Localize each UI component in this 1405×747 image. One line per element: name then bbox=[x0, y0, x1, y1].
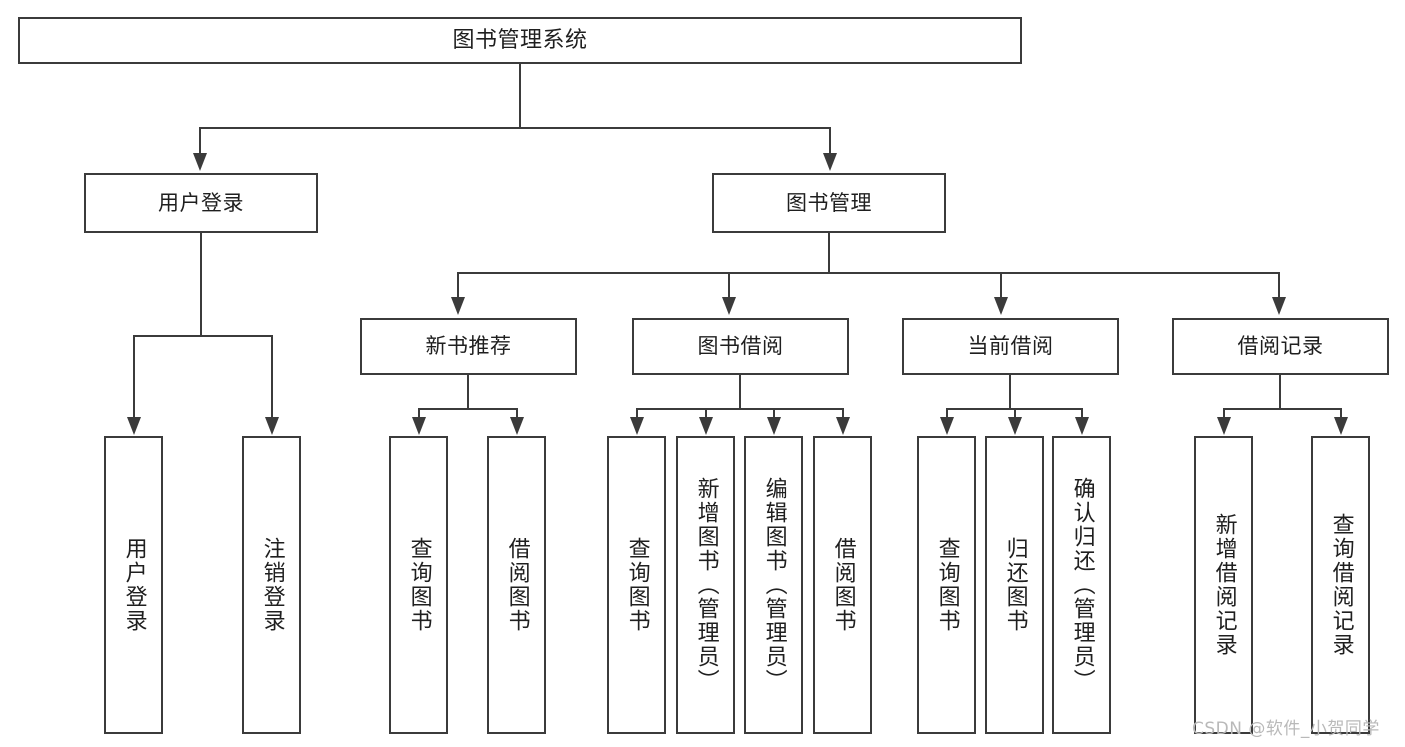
node-current-borrow[interactable]: 当前借阅 bbox=[902, 318, 1119, 375]
edge-new-book-to-leaf-2 bbox=[516, 408, 518, 419]
arrow-new-book-to-leaf-1 bbox=[412, 417, 426, 435]
node-label: 查询图书 bbox=[934, 537, 960, 633]
arrow-user-login-to-leaf-2 bbox=[265, 417, 279, 435]
leaf-book-borrow-query[interactable]: 查询图书 bbox=[607, 436, 666, 734]
edge-current-borrow-to-leaf-1 bbox=[946, 408, 948, 419]
csdn-watermark: CSDN @软件_小贺同学 bbox=[1192, 719, 1380, 739]
arrow-root-to-book-manage bbox=[823, 153, 837, 171]
arrow-book-borrow-to-leaf-1 bbox=[630, 417, 644, 435]
edge-book-manage-to-new-book bbox=[457, 272, 459, 298]
arrow-root-to-user-login bbox=[193, 153, 207, 171]
edge-book-manage-to-record bbox=[1278, 272, 1280, 298]
node-label: 查询图书 bbox=[406, 537, 432, 633]
edge-book-borrow-to-leaf-1 bbox=[636, 408, 638, 419]
node-label: 图书借阅 bbox=[697, 334, 784, 359]
node-label: 确认归还（管理员） bbox=[1069, 477, 1095, 693]
edge-borrow-record-to-leaf-1 bbox=[1223, 408, 1225, 419]
node-label: 借阅图书 bbox=[830, 537, 856, 633]
edge-user-login-bar bbox=[133, 335, 272, 337]
arrow-current-borrow-to-leaf-1 bbox=[940, 417, 954, 435]
edge-new-book-stem bbox=[467, 375, 469, 409]
arrow-book-manage-to-borrow bbox=[722, 297, 736, 315]
node-borrow-record[interactable]: 借阅记录 bbox=[1172, 318, 1389, 375]
node-book-manage[interactable]: 图书管理 bbox=[712, 173, 946, 233]
leaf-book-borrow-edit[interactable]: 编辑图书（管理员） bbox=[744, 436, 803, 734]
edge-user-login-to-leaf-1 bbox=[133, 335, 135, 419]
arrow-new-book-to-leaf-2 bbox=[510, 417, 524, 435]
edge-root-bar bbox=[199, 127, 831, 129]
node-label: 查询图书 bbox=[624, 537, 650, 633]
node-label: 当前借阅 bbox=[967, 334, 1054, 359]
edge-book-manage-to-current bbox=[1000, 272, 1002, 298]
arrow-book-borrow-to-leaf-2 bbox=[699, 417, 713, 435]
edge-current-borrow-bar bbox=[946, 408, 1081, 410]
leaf-borrow-record-query[interactable]: 查询借阅记录 bbox=[1311, 436, 1370, 734]
arrow-current-borrow-to-leaf-3 bbox=[1075, 417, 1089, 435]
edge-book-borrow-to-leaf-4 bbox=[842, 408, 844, 419]
edge-root-stem bbox=[519, 64, 521, 128]
edge-book-manage-to-borrow bbox=[728, 272, 730, 298]
node-label: 新书推荐 bbox=[425, 334, 512, 359]
node-label: 借阅图书 bbox=[504, 537, 530, 633]
node-label: 新增借阅记录 bbox=[1211, 513, 1237, 657]
leaf-user-login-login[interactable]: 用户登录 bbox=[104, 436, 163, 734]
arrow-book-borrow-to-leaf-3 bbox=[767, 417, 781, 435]
edge-borrow-record-to-leaf-2 bbox=[1340, 408, 1342, 419]
node-label: 查询借阅记录 bbox=[1328, 513, 1354, 657]
leaf-user-login-logout[interactable]: 注销登录 bbox=[242, 436, 301, 734]
node-label: 编辑图书（管理员） bbox=[761, 477, 787, 693]
node-label: 借阅记录 bbox=[1237, 334, 1324, 359]
arrow-book-manage-to-record bbox=[1272, 297, 1286, 315]
edge-book-borrow-to-leaf-2 bbox=[705, 408, 707, 419]
node-book-borrow[interactable]: 图书借阅 bbox=[632, 318, 849, 375]
leaf-new-book-query[interactable]: 查询图书 bbox=[389, 436, 448, 734]
arrow-current-borrow-to-leaf-2 bbox=[1008, 417, 1022, 435]
leaf-book-borrow-add[interactable]: 新增图书（管理员） bbox=[676, 436, 735, 734]
edge-root-to-user-login bbox=[199, 127, 201, 155]
arrow-borrow-record-to-leaf-2 bbox=[1334, 417, 1348, 435]
arrow-book-manage-to-new-book bbox=[451, 297, 465, 315]
leaf-current-borrow-query[interactable]: 查询图书 bbox=[917, 436, 976, 734]
node-root-system[interactable]: 图书管理系统 bbox=[18, 17, 1022, 64]
edge-root-to-book-manage bbox=[829, 127, 831, 155]
node-label: 归还图书 bbox=[1002, 537, 1028, 633]
node-label: 图书管理系统 bbox=[452, 27, 588, 53]
node-label: 注销登录 bbox=[259, 537, 285, 633]
edge-current-borrow-to-leaf-2 bbox=[1014, 408, 1016, 419]
leaf-borrow-record-add[interactable]: 新增借阅记录 bbox=[1194, 436, 1253, 734]
node-label: 用户登录 bbox=[121, 537, 147, 633]
node-label: 图书管理 bbox=[786, 190, 872, 215]
node-label: 用户登录 bbox=[158, 190, 244, 215]
leaf-current-borrow-return[interactable]: 归还图书 bbox=[985, 436, 1044, 734]
edge-new-book-bar bbox=[418, 408, 517, 410]
edge-book-borrow-bar bbox=[636, 408, 843, 410]
node-user-login[interactable]: 用户登录 bbox=[84, 173, 318, 233]
leaf-new-book-borrow[interactable]: 借阅图书 bbox=[487, 436, 546, 734]
edge-current-borrow-stem bbox=[1009, 375, 1011, 409]
node-label: 新增图书（管理员） bbox=[693, 477, 719, 693]
leaf-current-borrow-confirm-return[interactable]: 确认归还（管理员） bbox=[1052, 436, 1111, 734]
edge-borrow-record-bar bbox=[1223, 408, 1341, 410]
edge-book-borrow-to-leaf-3 bbox=[773, 408, 775, 419]
arrow-book-borrow-to-leaf-4 bbox=[836, 417, 850, 435]
edge-current-borrow-to-leaf-3 bbox=[1081, 408, 1083, 419]
arrow-user-login-to-leaf-1 bbox=[127, 417, 141, 435]
arrow-book-manage-to-current bbox=[994, 297, 1008, 315]
edge-borrow-record-stem bbox=[1279, 375, 1281, 409]
arrow-borrow-record-to-leaf-1 bbox=[1217, 417, 1231, 435]
edge-book-manage-bar bbox=[457, 272, 1280, 274]
node-new-book-recommend[interactable]: 新书推荐 bbox=[360, 318, 577, 375]
edge-user-login-to-leaf-2 bbox=[271, 335, 273, 419]
edge-new-book-to-leaf-1 bbox=[418, 408, 420, 419]
edge-book-borrow-stem bbox=[739, 375, 741, 409]
leaf-book-borrow-borrow[interactable]: 借阅图书 bbox=[813, 436, 872, 734]
edge-user-login-stem bbox=[200, 233, 202, 336]
edge-book-manage-stem bbox=[828, 233, 830, 273]
